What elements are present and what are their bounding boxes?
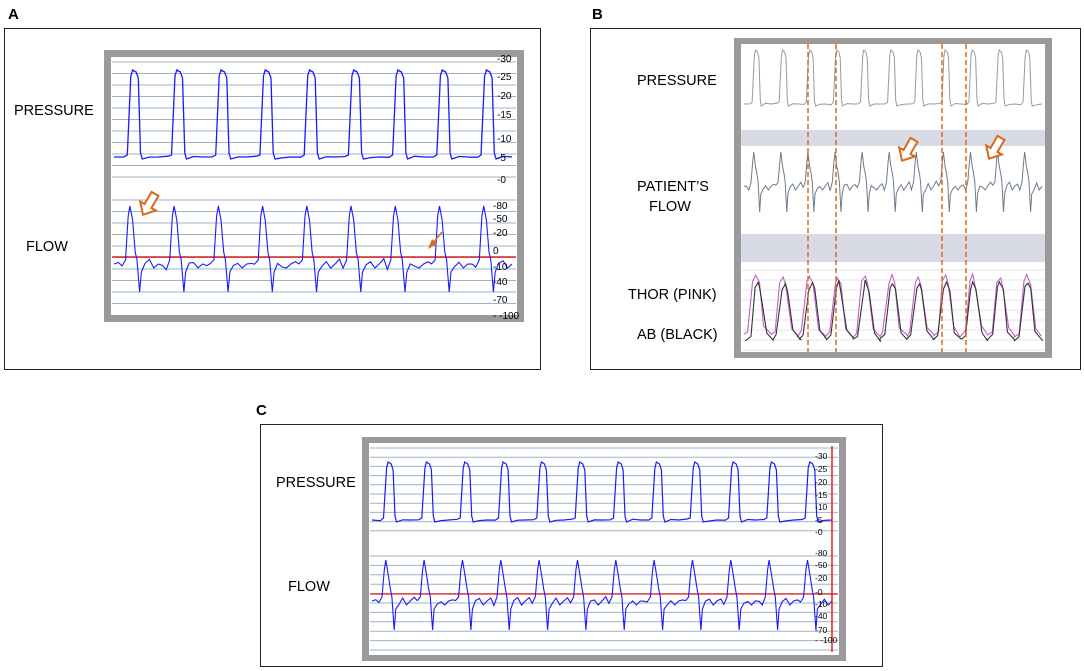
panel-c-flow-series — [371, 559, 833, 631]
panel-b-ab-series — [744, 279, 1044, 343]
panel-a-flow-tick-label: -40 — [493, 277, 508, 288]
panel-a-pressure-series — [114, 69, 513, 160]
panel-c-pressure-tick-label: -0 — [815, 527, 823, 537]
panel-a-flow-tick-label: -80 — [493, 201, 508, 212]
panel-b-pressure-label: PRESSURE — [637, 73, 717, 89]
panel-a-pressure-tick-label: -20 — [497, 91, 512, 102]
panel-a-flow-tick-label: - -100 — [493, 311, 520, 322]
panel-a-small-arrow-head — [428, 239, 437, 249]
panel-c-pressure-tick-label: -25 — [815, 464, 828, 474]
panel-letter-a: A — [8, 6, 19, 23]
panel-b-patient-flow-label-1: PATIENT’S — [637, 179, 709, 195]
panel-b-separator-band — [741, 130, 1045, 146]
panel-c-pressure-tick-label: -20 — [815, 477, 828, 487]
panel-c-plot-area — [369, 443, 839, 655]
panel-a-pressure-tick-label: -10 — [497, 134, 512, 145]
panel-c-pressure-tick-label: -15 — [815, 490, 828, 500]
panel-a-pressure-label: PRESSURE — [14, 103, 94, 119]
panel-c-flow-label: FLOW — [288, 579, 330, 595]
panel-c-flow-tick-label: -10 — [815, 599, 828, 609]
panel-b-outline-arrow — [984, 134, 1006, 160]
panel-b-patient-flow-series — [743, 151, 1043, 213]
panel-b-thor-label: THOR (PINK) — [628, 287, 717, 303]
panel-c-pressure-tick-label: -10 — [815, 502, 828, 512]
panel-c-flow-tick-label: -50 — [815, 560, 828, 570]
panel-b-plot-area — [741, 44, 1045, 352]
panel-a-outline-arrow-shape — [138, 190, 160, 216]
panel-b-outline-arrow-shape — [897, 136, 919, 162]
panel-a-pressure-tick-label: -0 — [497, 175, 506, 186]
panel-c-pressure-tick-label: -5 — [815, 515, 823, 525]
panel-a-plot-area — [111, 57, 517, 315]
panel-b-ab-label: AB (BLACK) — [637, 327, 718, 343]
panel-a-flow-tick-label: -10 — [493, 262, 508, 273]
panel-a-pressure-tick-label: -5 — [497, 153, 506, 164]
panel-c-flow-tick-label: -80 — [815, 548, 828, 558]
panel-letter-b: B — [592, 6, 603, 23]
panel-c-flow-tick-label: -20 — [815, 573, 828, 583]
panel-c-pressure-tick-label: -30 — [815, 451, 828, 461]
panel-a-flow-series — [113, 205, 513, 293]
panel-b-outline-arrow — [897, 136, 919, 162]
panel-c-flow-tick-label: -40 — [815, 611, 828, 621]
panel-letter-c: C — [256, 402, 267, 419]
panel-c-flow-tick-label: -0 — [815, 587, 823, 597]
panel-a-flow-tick-label: -50 — [493, 214, 508, 225]
panel-b-outline-arrow-shape — [984, 134, 1006, 160]
panel-a-flow-tick-label: 0 — [493, 246, 499, 257]
panel-a-flow-label: FLOW — [26, 239, 68, 255]
panel-b-patient-flow-label-2: FLOW — [649, 199, 691, 215]
panel-a-pressure-tick-label: -25 — [497, 72, 512, 83]
panel-a-pressure-tick-label: -30 — [497, 54, 512, 65]
panel-c-pressure-series — [371, 461, 833, 523]
panel-c-pressure-label: PRESSURE — [276, 475, 356, 491]
panel-a-outline-arrow — [138, 190, 160, 216]
panel-a-pressure-tick-label: -15 — [497, 110, 512, 121]
panel-b-pressure-series — [743, 48, 1043, 107]
panel-c-flow-tick-label: -70 — [815, 625, 828, 635]
panel-c-flow-tick-label: - -100 — [815, 635, 837, 645]
panel-a-flow-tick-label: -20 — [493, 228, 508, 239]
panel-b-separator-band — [741, 234, 1045, 262]
panel-a-flow-tick-label: -70 — [493, 295, 508, 306]
